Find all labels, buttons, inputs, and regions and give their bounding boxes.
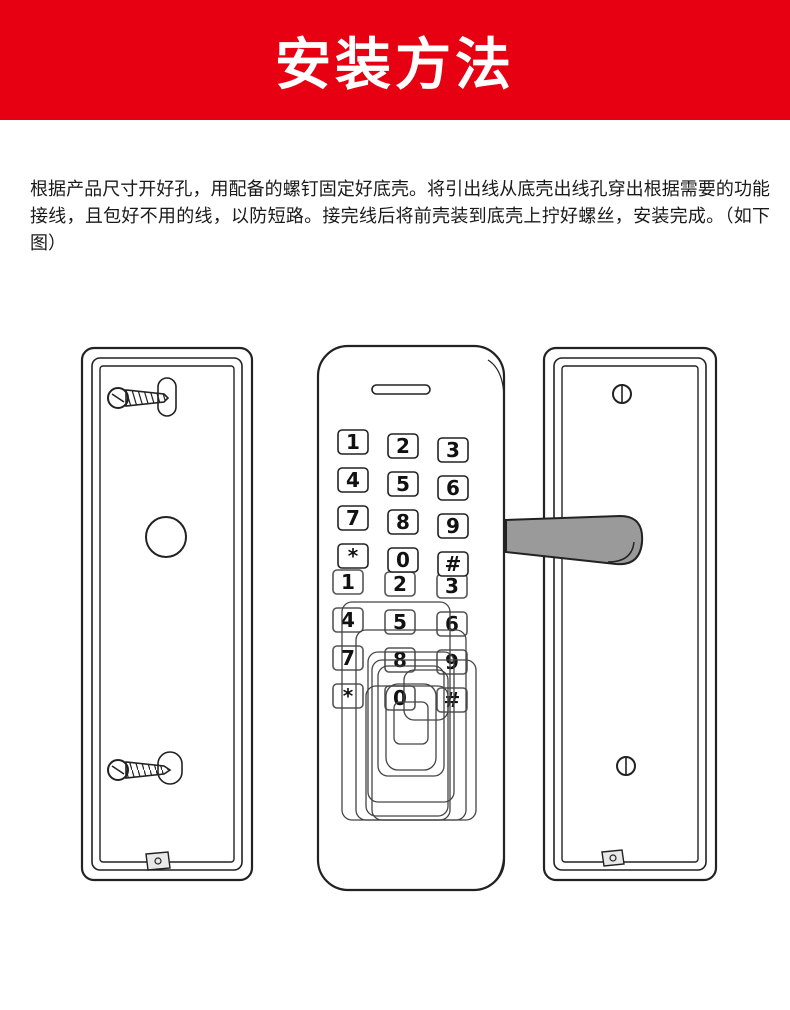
ghost-key-label: 9 — [445, 650, 459, 674]
front-key-6: 6 — [437, 475, 469, 501]
front-key-7: 7 — [337, 505, 369, 531]
cable-hole — [145, 516, 187, 558]
front-key-label: 0 — [396, 548, 410, 572]
ghost-key-label: # — [444, 688, 461, 712]
bottom-clip — [145, 851, 171, 871]
front-key-label: * — [348, 544, 359, 568]
back-shell-with-screws — [80, 346, 254, 882]
ghost-key-2: 2 — [384, 571, 416, 597]
front-key-1: 1 — [337, 429, 369, 455]
front-key-label: 4 — [346, 468, 360, 492]
front-key-9: 9 — [437, 513, 469, 539]
right-top-screw-icon — [612, 384, 632, 404]
back-shell-floor — [99, 365, 235, 863]
front-key-3: 3 — [437, 437, 469, 463]
front-key-label: 3 — [446, 438, 460, 462]
front-key-2: 2 — [387, 433, 419, 459]
ghost-key-label: 7 — [341, 646, 355, 670]
installation-illustration: 1 2 3 4 5 6 7 8 9 * 0 # 1 2 3 4 5 6 7 8 9 * 0 # — [60, 330, 740, 910]
ghost-key-label: 3 — [445, 574, 459, 598]
ghost-key-hash: # — [436, 687, 468, 713]
ghost-key-0: 0 — [384, 685, 416, 711]
wire-cable — [505, 514, 644, 566]
ghost-key-3: 3 — [436, 573, 468, 599]
top-screw-icon — [107, 387, 170, 409]
front-key-label: 5 — [396, 472, 410, 496]
ghost-key-label: 2 — [393, 572, 407, 596]
front-key-label: 6 — [446, 476, 460, 500]
front-key-hash: # — [437, 551, 469, 577]
installation-diagram: 1 2 3 4 5 6 7 8 9 * 0 # 1 2 3 4 5 6 7 8 9 * 0 # — [80, 344, 718, 892]
front-panel-keypad: 1 2 3 4 5 6 7 8 9 * 0 # 1 2 3 4 5 6 7 8 9 * 0 # — [316, 344, 506, 892]
card-reader-area — [341, 601, 477, 821]
ghost-key-4: 4 — [332, 607, 364, 633]
title-banner: 安装方法 — [0, 0, 790, 120]
ghost-key-label: 0 — [393, 686, 407, 710]
ghost-key-1: 1 — [332, 569, 364, 595]
front-key-5: 5 — [387, 471, 419, 497]
front-key-label: 8 — [396, 510, 410, 534]
ghost-key-label: 5 — [393, 610, 407, 634]
ghost-key-label: 6 — [445, 612, 459, 636]
speaker-slot — [371, 384, 431, 395]
ghost-key-7: 7 — [332, 645, 364, 671]
front-key-8: 8 — [387, 509, 419, 535]
right-bottom-screw-icon — [616, 756, 636, 776]
right-bottom-clip — [601, 849, 625, 867]
installation-instructions: 根据产品尺寸开好孔，用配备的螺钉固定好底壳。将引出线从底壳出线孔穿出根据需要的功… — [30, 179, 770, 254]
ghost-key-star: * — [332, 683, 364, 709]
front-key-4: 4 — [337, 467, 369, 493]
ghost-key-label: 4 — [341, 608, 355, 632]
page-title: 安装方法 — [275, 32, 515, 98]
ghost-key-label: 1 — [341, 570, 355, 594]
ghost-key-9: 9 — [436, 649, 468, 675]
right-shell-floor — [561, 365, 699, 863]
ghost-key-label: * — [343, 684, 354, 708]
front-key-label: 2 — [396, 434, 410, 458]
ghost-key-5: 5 — [384, 609, 416, 635]
front-key-label: # — [445, 552, 462, 576]
bottom-screw-icon — [107, 759, 172, 781]
front-key-star: * — [337, 543, 369, 569]
front-key-0: 0 — [387, 547, 419, 573]
main-keypad: 1 2 3 4 5 6 7 8 9 * 0 # — [337, 429, 469, 577]
front-key-label: 1 — [346, 430, 360, 454]
back-shell-with-cable — [505, 346, 718, 882]
front-key-label: 9 — [446, 514, 460, 538]
front-key-label: 7 — [346, 506, 360, 530]
